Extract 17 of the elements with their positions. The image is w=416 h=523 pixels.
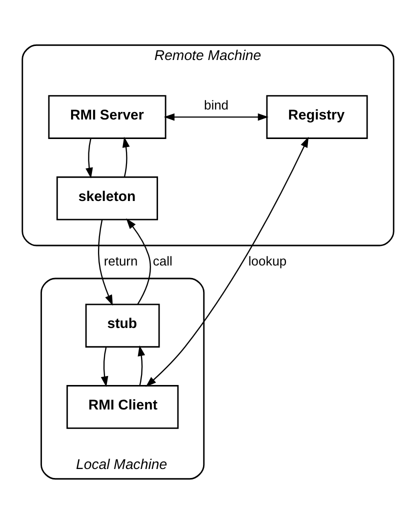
arrow	[86, 138, 93, 178]
node-box: RMI Server	[48, 94, 166, 138]
node-box: stub	[85, 303, 160, 348]
node-box: skeleton	[56, 176, 158, 220]
node-box: Registry	[266, 94, 368, 138]
arrow	[138, 344, 146, 385]
arrow	[98, 219, 113, 306]
edge-label: return	[104, 252, 138, 268]
edge-label: bind	[204, 97, 228, 112]
arrow	[164, 112, 269, 120]
arrow	[122, 136, 130, 176]
arrow	[100, 346, 108, 386]
node-box: RMI Client	[66, 384, 179, 428]
arrow	[126, 218, 151, 304]
arrow	[146, 136, 309, 386]
edge-label: lookup	[248, 252, 287, 268]
edge-label: call	[152, 252, 172, 268]
